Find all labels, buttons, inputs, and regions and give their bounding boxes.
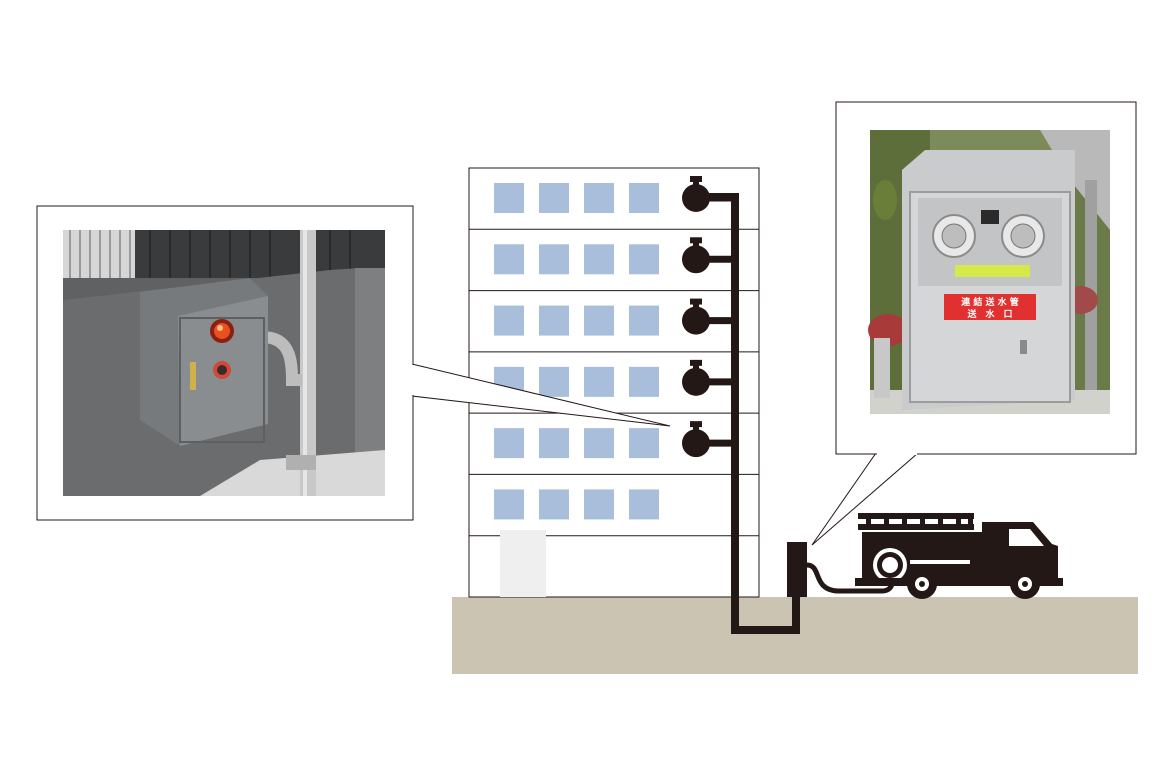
fire-hose-outlet-icon [682, 359, 710, 396]
building-window [629, 428, 659, 459]
fire-engine-icon [855, 513, 1063, 599]
building-window [629, 366, 659, 397]
building-window [494, 428, 524, 459]
building-window [584, 366, 614, 397]
hose-outlet-cabinet-photo [63, 230, 385, 496]
building-window [494, 183, 524, 213]
building-window [584, 244, 614, 275]
standpipe [706, 193, 800, 634]
fire-hose-outlet-icon [682, 237, 710, 274]
entrance-door [500, 530, 546, 597]
callout-outlet [36, 205, 671, 521]
building-window [629, 305, 659, 336]
building-window [539, 305, 569, 336]
fire-hose-outlet-icon [682, 298, 710, 335]
building-window [494, 489, 524, 520]
building-window [584, 428, 614, 459]
building-window [584, 183, 614, 213]
fire-hose-outlet-icon [682, 176, 710, 212]
building-window [629, 244, 659, 275]
building-window [584, 305, 614, 336]
building-window [539, 428, 569, 459]
inlet-sign [944, 294, 1036, 320]
building-window [584, 489, 614, 520]
inlet-sign-line2: 送 水 口 [966, 308, 1012, 320]
inlet-sign-line1: 連 結 送 水 管 [961, 296, 1019, 308]
building-window [629, 489, 659, 520]
siamese-connection-photo: 連 結 送 水 管 送 水 口 [868, 130, 1110, 414]
building-window [539, 183, 569, 213]
building-window [629, 183, 659, 213]
building-window [539, 489, 569, 520]
building-window [539, 244, 569, 275]
callout-inlet: 連 結 送 水 管 送 水 口 [811, 101, 1137, 546]
siamese-connection-icon [787, 542, 807, 597]
building-window [494, 305, 524, 336]
fire-hose-outlet-icon [682, 421, 710, 458]
building-window [539, 366, 569, 397]
building-window [494, 244, 524, 275]
